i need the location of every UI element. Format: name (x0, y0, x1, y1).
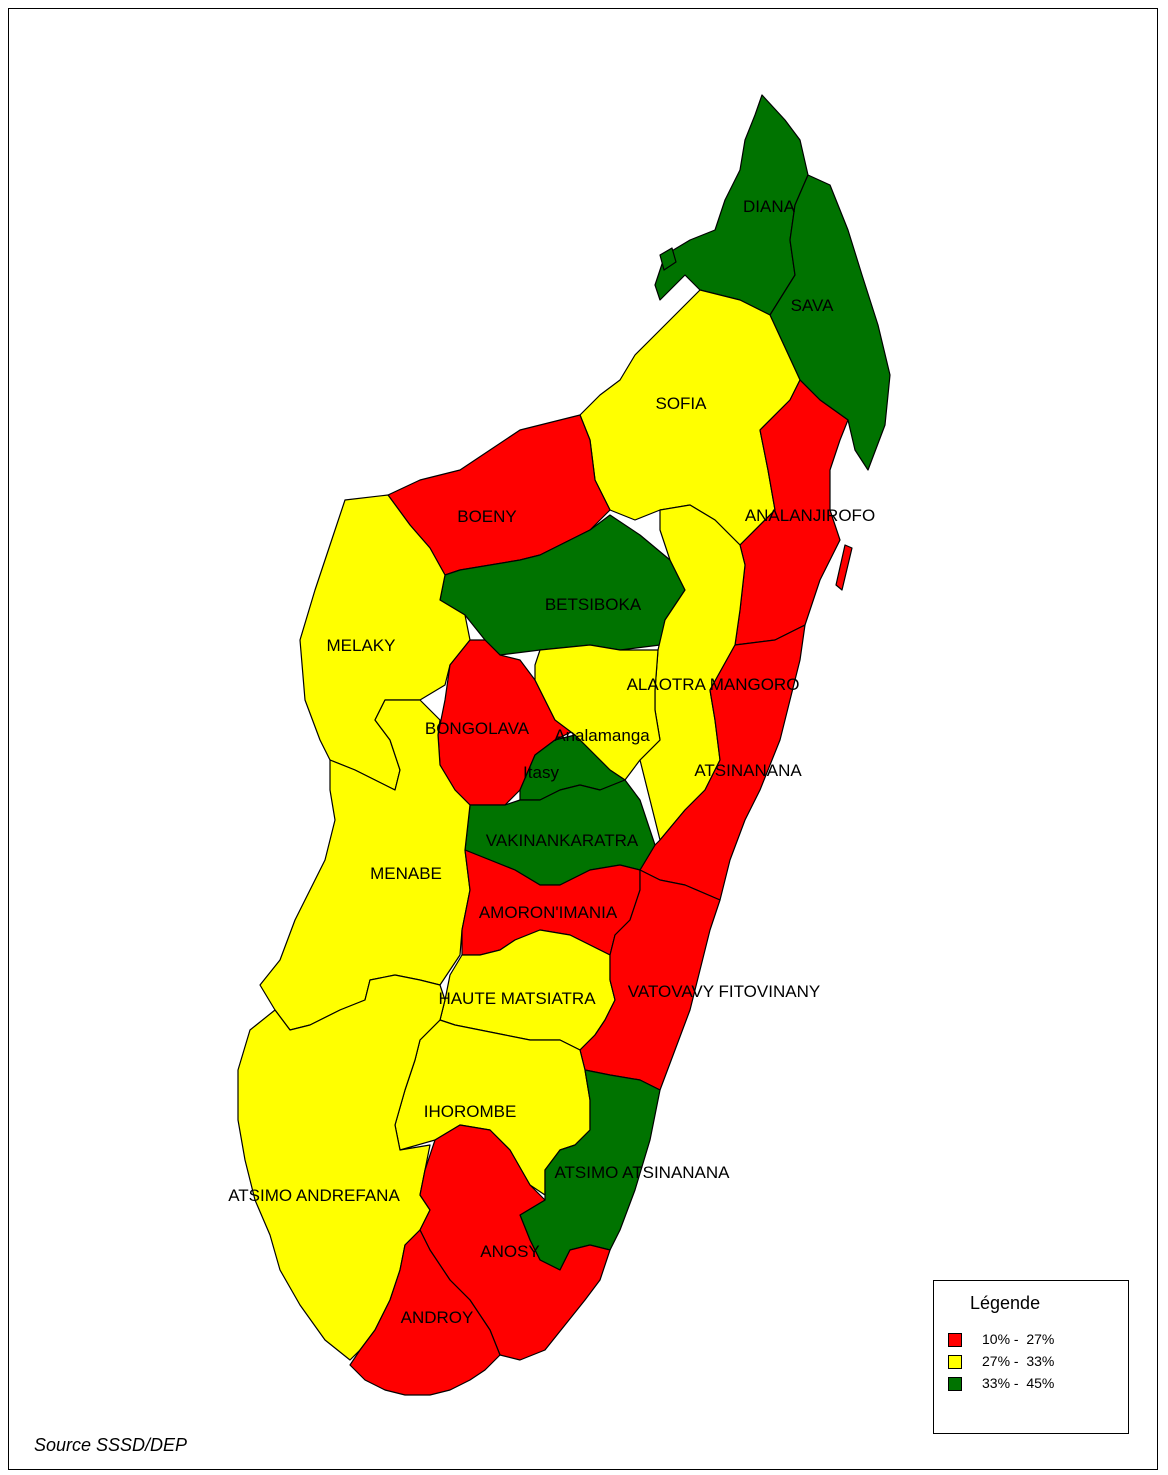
legend-swatch-low (948, 1333, 962, 1347)
label-bongolava: BONGOLAVA (425, 719, 530, 738)
label-diana: DIANA (743, 197, 796, 216)
label-menabe: MENABE (370, 864, 442, 883)
label-boeny: BOENY (457, 507, 517, 526)
label-alaotra-mangoro: ALAOTRA MANGORO (627, 675, 800, 694)
legend-swatch-mid (948, 1355, 962, 1369)
label-atsimo-atsinanana: ATSIMO ATSINANANA (554, 1163, 730, 1182)
legend-title: Légende (970, 1293, 1041, 1313)
region-sava[interactable] (769, 174, 891, 471)
legend-label-high: 33% - 45% (982, 1375, 1055, 1391)
label-analamanga: Analamanga (554, 726, 650, 745)
label-ihorombe: IHOROMBE (424, 1102, 517, 1121)
label-vatovavy-fitovinany: VATOVAVY FITOVINANY (628, 982, 820, 1001)
label-analanjirofo: ANALANJIROFO (745, 506, 875, 525)
label-atsinanana: ATSINANANA (694, 761, 802, 780)
source-note: Source SSSD/DEP (34, 1435, 188, 1455)
island-nosy-be (659, 247, 677, 271)
label-androy: ANDROY (401, 1308, 474, 1327)
label-vakinankaratra: VAKINANKARATRA (486, 831, 639, 850)
legend: Légende 10% - 27% 27% - 33% 33% - 45% (933, 1280, 1129, 1434)
label-melaky: MELAKY (327, 636, 396, 655)
region-menabe[interactable] (259, 699, 471, 1031)
legend-label-low: 10% - 27% (982, 1331, 1055, 1347)
legend-swatch-high (948, 1377, 962, 1391)
legend-label-mid: 27% - 33% (982, 1353, 1055, 1369)
label-atsimo-andrefana: ATSIMO ANDREFANA (228, 1186, 400, 1205)
label-anosy: ANOSY (480, 1242, 540, 1261)
island-sainte-marie (835, 544, 853, 591)
label-amoron-imania: AMORON'IMANIA (479, 903, 618, 922)
label-itasy: Itasy (523, 763, 559, 782)
label-sofia: SOFIA (655, 394, 707, 413)
label-sava: SAVA (791, 296, 834, 315)
label-betsiboka: BETSIBOKA (545, 595, 642, 614)
region-androy[interactable] (349, 1229, 501, 1396)
label-haute-matsiatra: HAUTE MATSIATRA (438, 989, 596, 1008)
